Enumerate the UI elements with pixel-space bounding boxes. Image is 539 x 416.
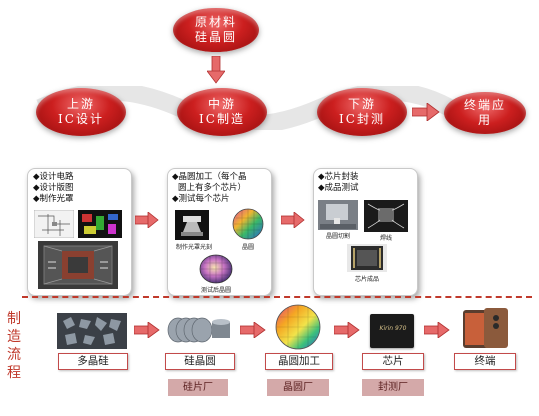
finished-chip-image bbox=[347, 244, 387, 272]
flow-label-silicon-wafer: 硅晶圆 bbox=[165, 353, 235, 370]
packaging-panel bbox=[313, 168, 418, 296]
design-bullet-2: ◆设计版图 bbox=[33, 183, 74, 193]
section-divider bbox=[22, 296, 532, 298]
manufacturing-bullet-2: 圆上有多个芯片） bbox=[178, 183, 247, 193]
flow-arrow-3-icon bbox=[334, 322, 360, 338]
packaging-bullet-1: ◆芯片封装 bbox=[318, 172, 359, 182]
kirin-chip-image: Kirin 970 bbox=[370, 314, 414, 348]
down-arrow-icon bbox=[207, 56, 225, 84]
title-char-3: 流 bbox=[7, 347, 21, 363]
end-application-line1: 终端应 bbox=[463, 98, 506, 112]
lithography-image bbox=[175, 210, 209, 240]
stage-upstream-line1: 上游 bbox=[66, 97, 95, 111]
title-char-1: 制 bbox=[7, 311, 21, 327]
silicon-wafers-image bbox=[164, 312, 234, 346]
chip-layout-image bbox=[38, 241, 118, 289]
wire-bonding-caption: 焊线 bbox=[379, 235, 392, 242]
panel-arrow-1-icon bbox=[135, 212, 159, 228]
fab-badge-foundry: 晶圆厂 bbox=[267, 379, 329, 396]
manufacturing-bullet-1: ◆晶圆加工（每个晶 bbox=[172, 172, 247, 182]
tested-wafer-image bbox=[199, 254, 233, 284]
kirin-chip-text: Kirin 970 bbox=[379, 325, 407, 332]
finished-chip-caption: 芯片成品 bbox=[354, 276, 379, 283]
flow-label-wafer-processing: 晶圆加工 bbox=[265, 353, 333, 370]
tested-wafer-caption: 测试后晶圆 bbox=[200, 287, 231, 294]
processed-wafer-image bbox=[275, 304, 321, 350]
manufacturing-process-title: 制 造 流 程 bbox=[6, 310, 22, 382]
packaging-bullet-2: ◆成品测试 bbox=[318, 183, 359, 193]
panel-arrow-2-icon bbox=[281, 212, 305, 228]
stage-upstream-line2: IC设计 bbox=[58, 112, 104, 126]
polysilicon-image bbox=[57, 313, 127, 349]
right-arrow-icon bbox=[412, 103, 440, 121]
title-char-4: 程 bbox=[7, 365, 21, 381]
raw-material-line2: 硅晶圆 bbox=[194, 30, 237, 44]
stage-midstream-line2: IC制造 bbox=[199, 112, 245, 126]
flow-arrow-4-icon bbox=[424, 322, 450, 338]
flow-arrow-2-icon bbox=[240, 322, 266, 338]
stage-downstream-line2: IC封测 bbox=[339, 112, 385, 126]
lithography-caption: 制作光罩光刻 bbox=[175, 244, 212, 251]
manufacturing-bullet-3: ◆测试每个芯片 bbox=[172, 194, 230, 204]
raw-material-line1: 原材料 bbox=[194, 15, 237, 29]
flow-label-chip: 芯片 bbox=[362, 353, 424, 370]
dicing-image bbox=[318, 200, 358, 230]
fab-badge-osat: 封测厂 bbox=[362, 379, 424, 396]
end-application-line2: 用 bbox=[477, 113, 492, 127]
flow-arrow-1-icon bbox=[134, 322, 160, 338]
flow-label-polysilicon: 多晶硅 bbox=[58, 353, 128, 370]
circuit-schematic-image bbox=[34, 210, 74, 238]
raw-material-node: 原材料硅晶圆 bbox=[173, 8, 259, 52]
dicing-caption: 晶圆切割 bbox=[325, 233, 350, 240]
stage-downstream-line1: 下游 bbox=[347, 97, 376, 111]
design-bullet-3: ◆制作光罩 bbox=[33, 194, 74, 204]
smartphone-image bbox=[463, 308, 508, 348]
wafer-image bbox=[232, 208, 264, 240]
flow-label-terminal: 终端 bbox=[454, 353, 516, 370]
fab-badge-wafer-plant: 硅片厂 bbox=[168, 379, 228, 396]
end-application-node: 终端应用 bbox=[444, 92, 526, 134]
wire-bonding-image bbox=[364, 200, 408, 232]
layout-thumbnail-image bbox=[78, 210, 122, 238]
title-char-2: 造 bbox=[7, 329, 21, 345]
wafer-caption: 晶圆 bbox=[241, 244, 254, 251]
design-bullet-1: ◆设计电路 bbox=[33, 172, 74, 182]
stage-midstream-line1: 中游 bbox=[207, 97, 236, 111]
